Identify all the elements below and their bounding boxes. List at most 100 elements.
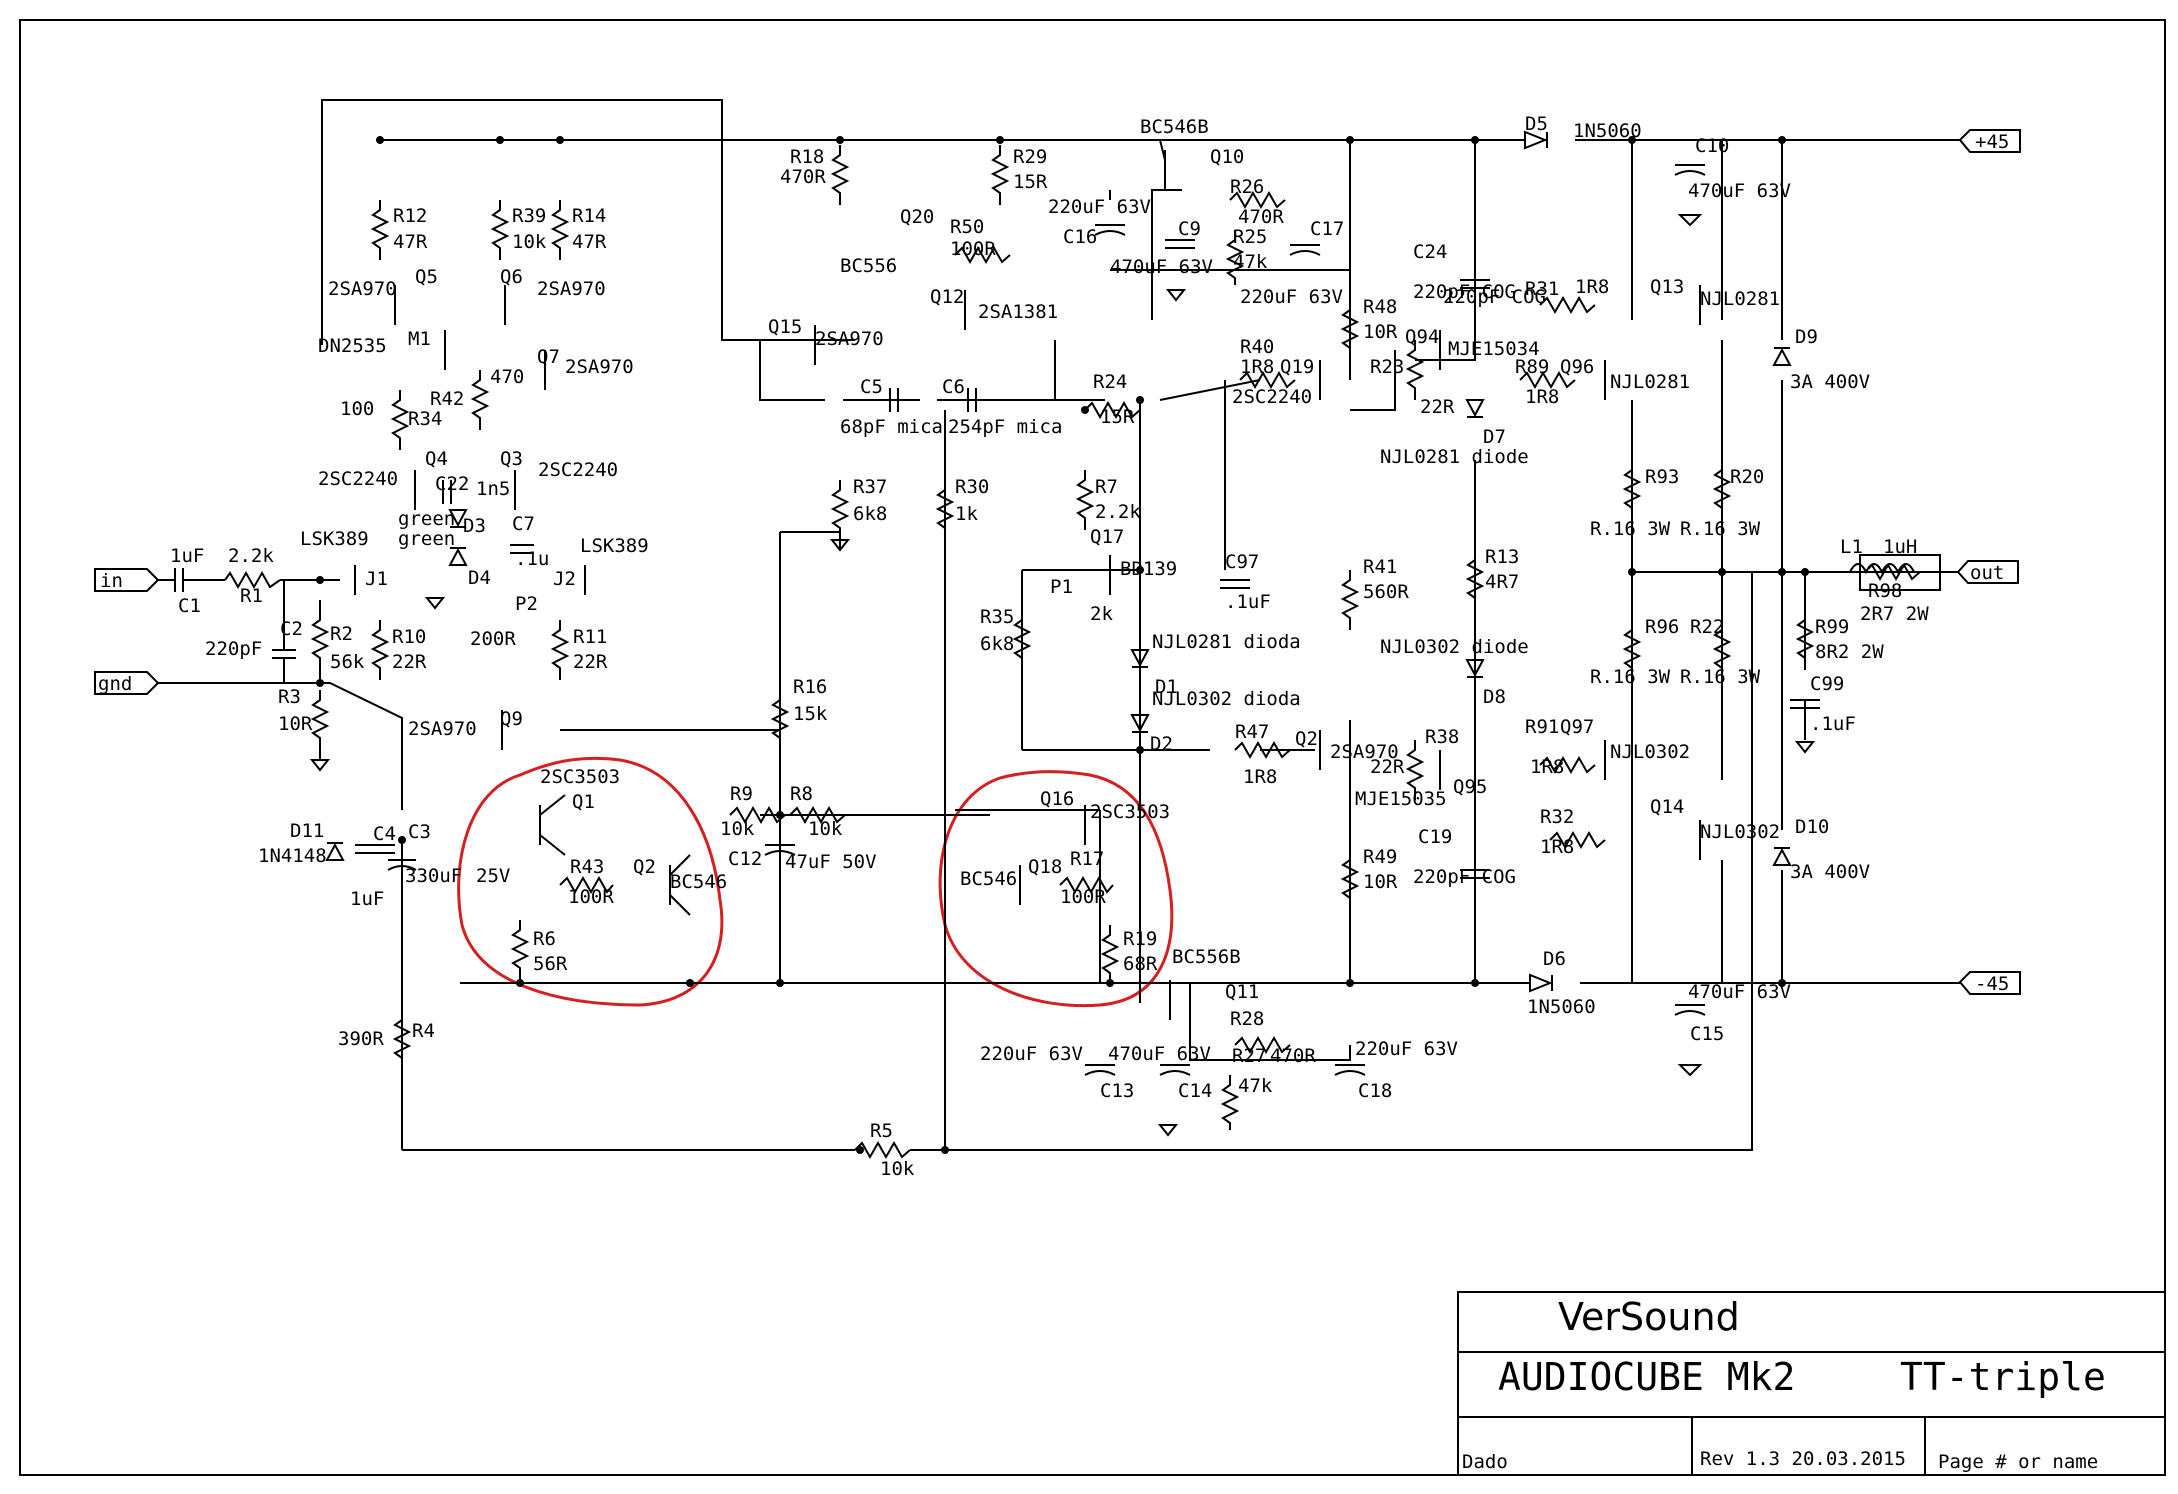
- svg-text:R89: R89: [1515, 356, 1549, 378]
- r29-resistor: [990, 145, 1010, 205]
- d1-diode: [1130, 649, 1150, 668]
- svg-text:47uF 50V: 47uF 50V: [785, 851, 877, 873]
- svg-text:22R: 22R: [573, 651, 608, 673]
- r89-resistor: [1519, 370, 1576, 390]
- svg-text:DN2535: DN2535: [318, 335, 387, 357]
- svg-text:10k: 10k: [808, 818, 843, 840]
- svg-text:J1: J1: [365, 568, 388, 590]
- svg-text:R11: R11: [573, 626, 607, 648]
- r9-resistor: [729, 805, 786, 825]
- r40-resistor: [1239, 370, 1296, 390]
- svg-text:10k: 10k: [720, 818, 755, 840]
- svg-text:Q18: Q18: [1028, 856, 1062, 878]
- svg-text:R26: R26: [1230, 176, 1264, 198]
- svg-text:15R: 15R: [1013, 171, 1048, 193]
- svg-text:D10: D10: [1795, 816, 1829, 838]
- svg-text:Q97: Q97: [1560, 716, 1594, 738]
- svg-text:C1: C1: [178, 595, 201, 617]
- port-vpos: +45: [1958, 129, 2021, 153]
- highlight-circle-left: [457, 756, 724, 1007]
- svg-text:Q10: Q10: [1210, 146, 1244, 168]
- svg-text:Q5: Q5: [415, 266, 438, 288]
- svg-text:out: out: [1970, 562, 2004, 584]
- svg-text:1N5060: 1N5060: [1527, 996, 1596, 1018]
- r14-resistor: [550, 200, 570, 260]
- svg-text:C24: C24: [1413, 241, 1447, 263]
- svg-text:R38: R38: [1425, 726, 1459, 748]
- svg-text:R42: R42: [430, 388, 464, 410]
- junction-dots: [316, 136, 1809, 1154]
- svg-text:C22: C22: [435, 473, 469, 495]
- svg-text:D2: D2: [1150, 733, 1173, 755]
- svg-text:Q2: Q2: [1295, 728, 1318, 750]
- r22-resistor: [1712, 620, 1732, 680]
- svg-text:2SC2240: 2SC2240: [538, 459, 618, 481]
- svg-text:3A 400V: 3A 400V: [1790, 371, 1870, 393]
- svg-text:R5: R5: [870, 1120, 893, 1142]
- r30-resistor: [935, 480, 955, 540]
- svg-text:47R: 47R: [572, 231, 607, 253]
- svg-text:R.16 3W: R.16 3W: [1590, 666, 1671, 688]
- c97-capacitor: [1220, 579, 1250, 589]
- project-name: AUDIOCUBE Mk2: [1498, 1355, 1795, 1399]
- svg-text:R14: R14: [572, 205, 606, 227]
- author-name: Dado: [1462, 1451, 1508, 1473]
- r3-resistor: [310, 690, 330, 760]
- r49-resistor: [1340, 850, 1360, 910]
- svg-text:56k: 56k: [330, 651, 365, 673]
- svg-text:R48: R48: [1363, 296, 1397, 318]
- r2-resistor: [310, 600, 330, 680]
- svg-text:3A 400V: 3A 400V: [1790, 861, 1870, 883]
- svg-text:NJL0281 diode: NJL0281 diode: [1380, 446, 1529, 468]
- c18-capacitor: [1334, 1064, 1366, 1076]
- svg-text:NJL0302: NJL0302: [1700, 821, 1780, 843]
- svg-text:C12: C12: [728, 848, 762, 870]
- svg-text:2SA970: 2SA970: [565, 356, 634, 378]
- r19-resistor: [1100, 925, 1120, 983]
- svg-text:470uF 63V: 470uF 63V: [1108, 1043, 1211, 1065]
- svg-text:in: in: [100, 570, 123, 592]
- svg-text:R34: R34: [408, 408, 442, 430]
- svg-text:C10: C10: [1695, 135, 1729, 157]
- svg-text:220uF 63V: 220uF 63V: [980, 1043, 1083, 1065]
- svg-text:R23: R23: [1370, 356, 1404, 378]
- svg-text:R.16 3W: R.16 3W: [1590, 518, 1671, 540]
- svg-text:BC556: BC556: [840, 255, 897, 277]
- c16-capacitor: [1094, 224, 1126, 236]
- svg-text:R13: R13: [1485, 546, 1519, 568]
- d2-diode: [1130, 714, 1150, 733]
- c1-capacitor: [158, 568, 205, 592]
- r47-resistor: [1234, 740, 1291, 760]
- svg-text:10R: 10R: [1363, 321, 1398, 343]
- svg-text:R16: R16: [793, 676, 827, 698]
- svg-text:2k: 2k: [1090, 603, 1113, 625]
- svg-text:R39: R39: [512, 205, 546, 227]
- svg-text:BC556B: BC556B: [1172, 946, 1241, 968]
- svg-text:R29: R29: [1013, 146, 1047, 168]
- svg-text:47k: 47k: [1233, 251, 1268, 273]
- port-out: out: [1956, 560, 2019, 584]
- svg-text:D3: D3: [463, 515, 486, 537]
- svg-text:Q17: Q17: [1090, 526, 1124, 548]
- svg-text:220pF COG: 220pF COG: [1413, 281, 1516, 303]
- svg-text:P1: P1: [1050, 576, 1073, 598]
- r35-resistor: [1012, 610, 1032, 670]
- r43-resistor: [559, 875, 614, 895]
- c10-capacitor: [1674, 164, 1706, 176]
- c22-capacitor: [442, 480, 452, 504]
- svg-text:2SC3503: 2SC3503: [1090, 801, 1170, 823]
- capacitors: [158, 164, 1820, 1076]
- svg-text:R49: R49: [1363, 846, 1397, 868]
- svg-text:15R: 15R: [1100, 406, 1135, 428]
- svg-text:100R: 100R: [950, 238, 996, 260]
- svg-text:68R: 68R: [1123, 953, 1158, 975]
- r38-resistor: [1405, 740, 1425, 800]
- port-vneg: -45: [1958, 971, 2021, 995]
- r26-resistor: [1229, 190, 1286, 210]
- svg-text:R27: R27: [1232, 1045, 1266, 1067]
- svg-text:J2: J2: [553, 568, 576, 590]
- svg-text:D9: D9: [1795, 326, 1818, 348]
- r10-resistor: [370, 620, 390, 680]
- svg-text:10R: 10R: [278, 713, 313, 735]
- svg-text:2SA970: 2SA970: [537, 278, 606, 300]
